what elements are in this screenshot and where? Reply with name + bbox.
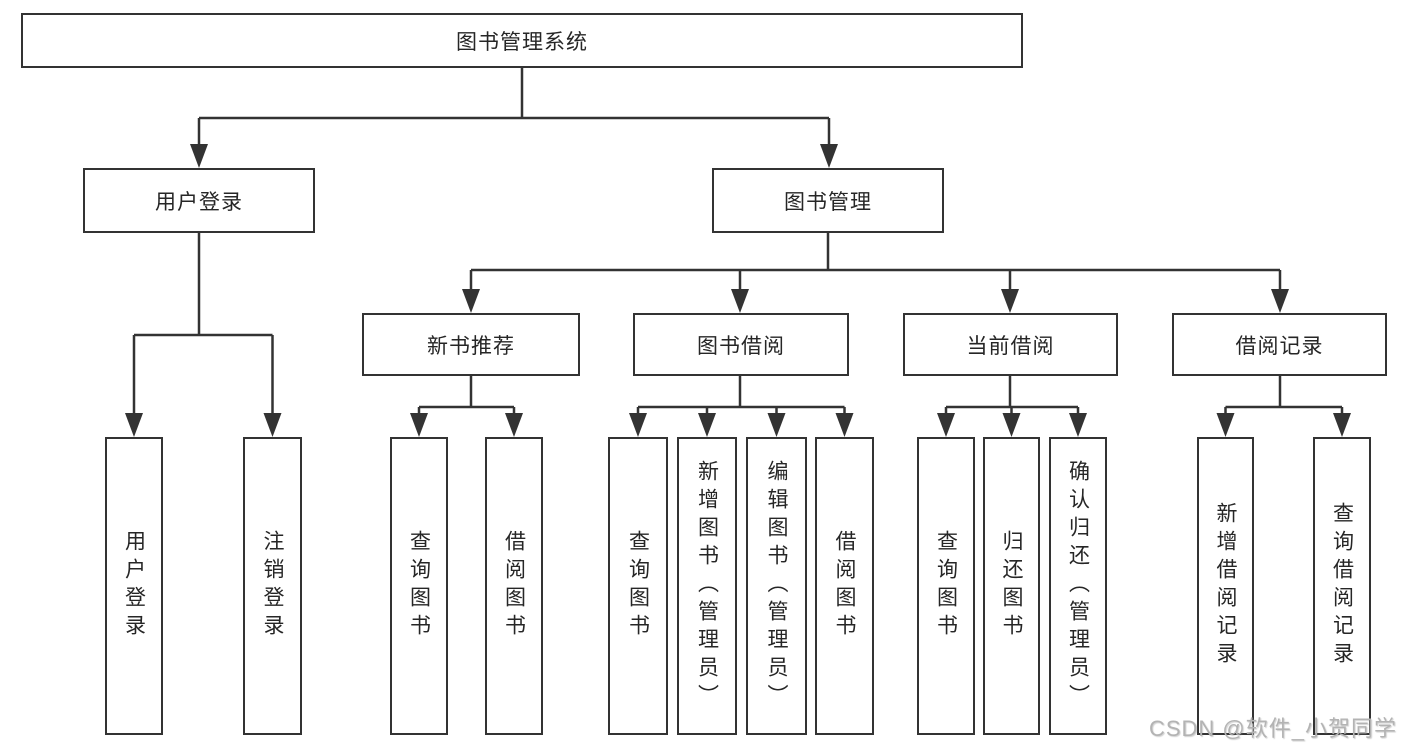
leaf-label: 注销登录: [261, 530, 284, 642]
leaf-label: 编辑图书（管理员）: [765, 460, 788, 712]
node-label: 借阅记录: [1235, 334, 1324, 358]
leaf-confirm-return-admin: 确认归还（管理员）: [1049, 437, 1107, 735]
node-label: 图书借阅: [697, 334, 785, 358]
leaf-edit-book-admin: 编辑图书（管理员）: [746, 437, 807, 735]
node-current-borrowing: 当前借阅: [903, 313, 1118, 376]
leaf-query-books-current: 查询图书: [917, 437, 975, 735]
arrowheads: [125, 144, 1351, 437]
leaf-label: 新增图书（管理员）: [695, 460, 719, 712]
leaf-query-borrow-record: 查询借阅记录: [1313, 437, 1371, 735]
leaf-label: 新增借阅记录: [1214, 502, 1237, 670]
node-label: 当前借阅: [966, 334, 1055, 358]
watermark: CSDN @软件_小贺同学: [1148, 716, 1397, 741]
leaf-logout: 注销登录: [243, 437, 302, 735]
leaf-label: 归还图书: [1000, 530, 1023, 642]
leaf-borrow-books-borrowing: 借阅图书: [815, 437, 874, 735]
leaf-label: 借阅图书: [502, 530, 526, 642]
node-new-book-recommendation: 新书推荐: [362, 313, 580, 376]
leaf-borrow-books-recommend: 借阅图书: [485, 437, 543, 735]
leaf-query-books-borrowing: 查询图书: [608, 437, 668, 735]
node-label: 图书管理系统: [456, 30, 588, 54]
node-label: 新书推荐: [427, 334, 515, 358]
node-borrowing-records: 借阅记录: [1172, 313, 1387, 376]
leaf-label: 查询图书: [407, 530, 431, 642]
leaf-user-login: 用户登录: [105, 437, 163, 735]
node-user-login: 用户登录: [83, 168, 315, 233]
leaf-add-borrow-record: 新增借阅记录: [1197, 437, 1254, 735]
leaf-return-books: 归还图书: [983, 437, 1040, 735]
leaf-label: 确认归还（管理员）: [1066, 460, 1090, 712]
node-book-management: 图书管理: [712, 168, 944, 233]
leaf-query-books-recommend: 查询图书: [390, 437, 448, 735]
node-library-management-system: 图书管理系统: [21, 13, 1023, 68]
node-book-borrowing: 图书借阅: [633, 313, 849, 376]
leaf-label: 用户登录: [122, 530, 146, 642]
leaf-label: 查询借阅记录: [1330, 502, 1354, 670]
node-label: 用户登录: [155, 190, 243, 214]
leaf-label: 借阅图书: [833, 530, 856, 642]
leaf-label: 查询图书: [934, 530, 958, 642]
leaf-add-book-admin: 新增图书（管理员）: [677, 437, 737, 735]
node-label: 图书管理: [784, 190, 872, 214]
leaf-label: 查询图书: [626, 530, 650, 642]
